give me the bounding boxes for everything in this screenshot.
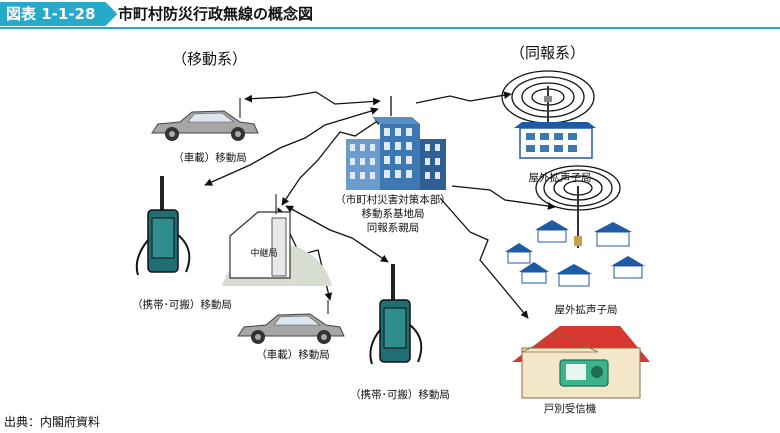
vehicle-top-label: （車載）移動局 <box>173 152 247 164</box>
outdoor-speaker-1-label: 屋外拡声子局 <box>528 172 592 184</box>
hq-label-line3: 同報系親局 <box>366 222 420 234</box>
relay-label: 中継局 <box>250 249 278 259</box>
portable-left-label: （携帯･可搬）移動局 <box>132 299 232 311</box>
household-receiver-label: 戸別受信機 <box>543 403 597 415</box>
household-receiver-icon <box>512 326 650 399</box>
hq-building <box>346 96 446 190</box>
houses-icon <box>505 220 645 287</box>
vehicle-bottom-icon <box>237 300 345 344</box>
portable-radio-bottom-icon <box>369 264 423 365</box>
outdoor-speaker-1-icon <box>501 70 596 159</box>
portable-radio-left-icon <box>135 176 191 276</box>
outdoor-speaker-2-icon <box>535 165 621 248</box>
hq-label-line2: 移動系基地局 <box>361 208 425 220</box>
figure-title: 市町村防災行政無線の概念図 <box>118 5 314 23</box>
diagram-canvas <box>135 70 650 399</box>
vehicle-bottom-label: （車載）移動局 <box>256 349 330 361</box>
category-broadcast: （同報系） <box>510 44 586 62</box>
hq-label: （市町村災害対策本部） 移動系基地局 同報系親局 <box>318 193 468 235</box>
link-hq-household <box>439 197 529 319</box>
figure-tag: 図表 1-1-28 <box>0 2 117 26</box>
vehicle-top-icon <box>151 98 259 141</box>
header-rule <box>0 27 780 29</box>
outdoor-speaker-2-label: 屋外拡声子局 <box>554 304 618 316</box>
hq-label-line1: （市町村災害対策本部） <box>335 194 451 206</box>
relay-station-icon <box>222 194 332 286</box>
link-hq-outdoor-1 <box>415 91 512 104</box>
link-hq-vehicle-top <box>244 91 381 106</box>
link-hq-relay <box>281 117 383 206</box>
source-note: 出典：内閣府資料 <box>4 415 101 429</box>
category-mobile: （移動系） <box>172 50 248 68</box>
link-relay-portable-bottom <box>285 205 389 263</box>
link-hq-outdoor-2 <box>451 185 556 210</box>
portable-bottom-label: （携帯･可搬）移動局 <box>350 389 450 401</box>
figure-header: 図表 1-1-28 市町村防災行政無線の概念図 <box>0 0 780 29</box>
